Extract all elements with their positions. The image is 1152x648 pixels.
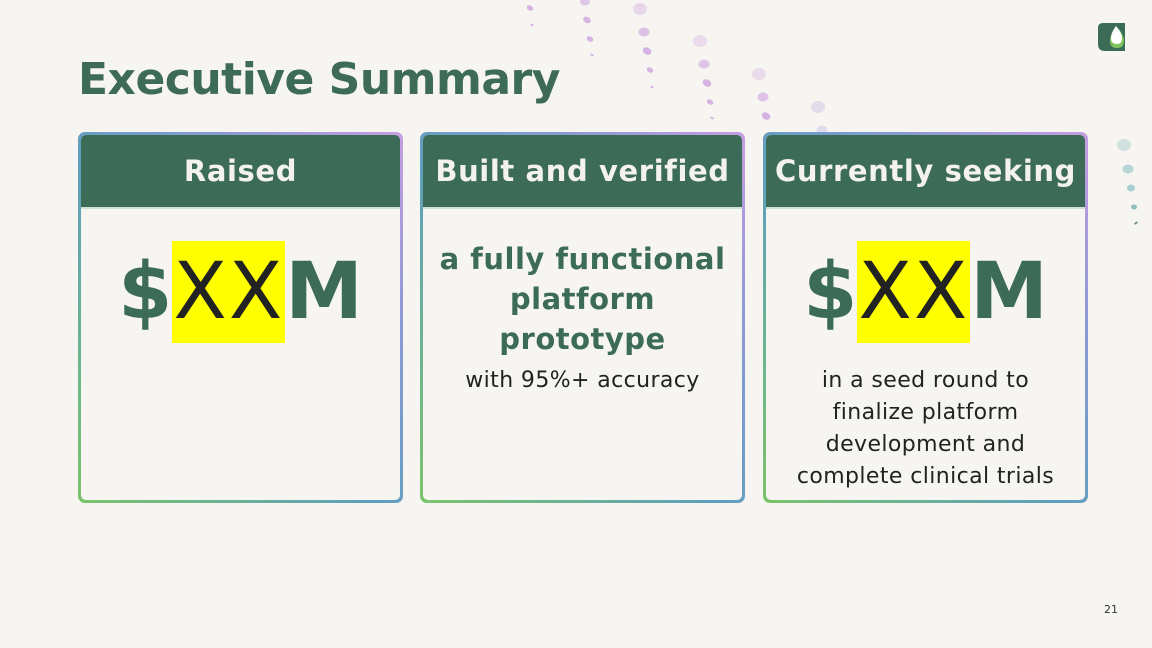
dot (1131, 204, 1137, 210)
card-body: $ XX M in a seed round to finalize platf… (766, 209, 1085, 500)
card-header: Raised (81, 135, 400, 209)
dot (1117, 139, 1131, 151)
dot (706, 99, 714, 105)
dot (646, 67, 654, 73)
dot (650, 85, 654, 89)
amount-suffix: M (970, 247, 1048, 337)
dot (590, 53, 594, 57)
amount-placeholder-highlight: XX (172, 241, 286, 343)
dot (702, 79, 712, 87)
dot (1122, 164, 1134, 174)
card-raised: Raised $ XX M (78, 132, 403, 503)
card-body: a fully functional platform prototype wi… (423, 209, 742, 500)
card-inner: Currently seeking $ XX M in a seed round… (766, 135, 1085, 500)
amount-placeholder-highlight: XX (857, 241, 971, 343)
card-body: $ XX M (81, 209, 400, 500)
dot (586, 36, 594, 42)
card-built-and-verified: Built and verified a fully functional pl… (420, 132, 745, 503)
dot (1127, 184, 1135, 192)
dot (633, 3, 647, 15)
dot-trail-lavender (811, 101, 828, 135)
seeking-amount: $ XX M (803, 241, 1048, 343)
dot (710, 116, 714, 120)
card-inner: Built and verified a fully functional pl… (423, 135, 742, 500)
card-subtext: in a seed round to finalize platform dev… (796, 368, 1055, 489)
amount-prefix: $ (803, 247, 858, 337)
dot (1134, 221, 1138, 225)
card-subtext: with 95%+ accuracy (465, 368, 700, 393)
dot (811, 101, 825, 113)
dot (526, 5, 534, 11)
amount-prefix: $ (118, 247, 173, 337)
dot (693, 35, 707, 47)
dot (530, 23, 534, 27)
card-header: Built and verified (423, 135, 742, 209)
card-header: Currently seeking (766, 135, 1085, 209)
card-currently-seeking: Currently seeking $ XX M in a seed round… (763, 132, 1088, 503)
page-title: Executive Summary (78, 54, 560, 105)
dot (638, 27, 650, 37)
dot-trail-teal (1117, 139, 1138, 225)
amount-suffix: M (285, 247, 363, 337)
card-headline: a fully functional platform prototype (439, 242, 726, 356)
dot-trail-purple (526, 0, 771, 120)
dot (761, 112, 771, 120)
dot (752, 68, 766, 80)
dot (580, 0, 590, 6)
dot (698, 59, 710, 69)
raised-amount: $ XX M (118, 241, 363, 343)
card-inner: Raised $ XX M (81, 135, 400, 500)
dot (757, 92, 769, 102)
dot (583, 16, 591, 24)
leaf-drop-logo-icon (1098, 23, 1125, 51)
page-number: 21 (1104, 603, 1118, 616)
dot (642, 47, 652, 55)
